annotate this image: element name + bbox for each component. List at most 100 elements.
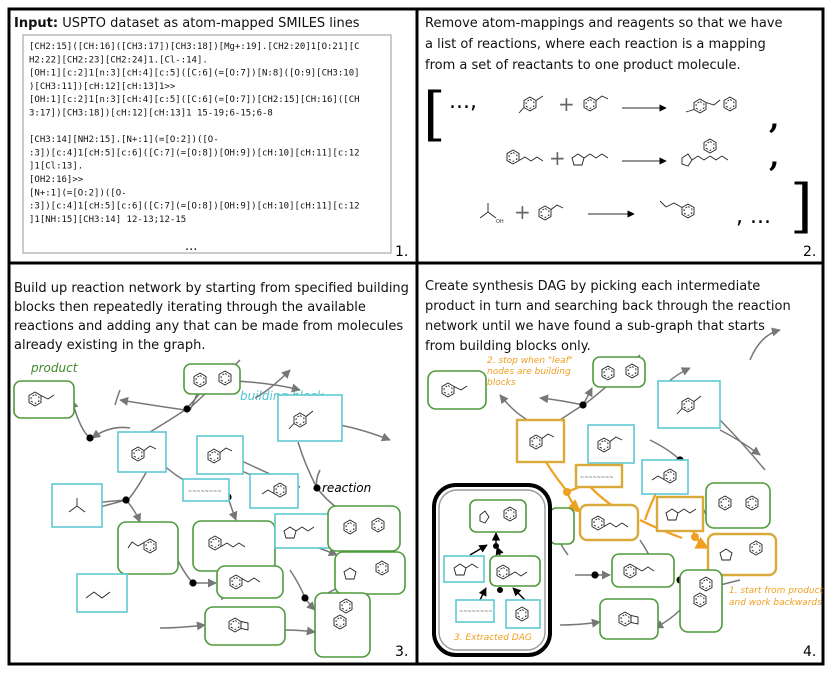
extracted-dag: ~~~~~~~~ 3. Extracted DAG	[432, 483, 552, 657]
reaction-list-close-bracket: ]	[790, 172, 813, 240]
dag-building-block: ~~~~~~~~	[455, 599, 495, 623]
smiles-line: :3])[c:4]1[cH:5][c:6]([C:7](=[O:8])[OH:9…	[29, 202, 360, 212]
reaction-node	[189, 579, 197, 587]
smiles-line: [CH2:15]([CH:16]([CH3:17])[CH3:18])[Mg+:…	[29, 42, 360, 52]
edge	[539, 394, 584, 406]
smiles-lines: [CH2:15]([CH:16]([CH3:17])[CH3:18])[Mg+:…	[29, 42, 360, 225]
molecule-building-block-6	[249, 473, 299, 509]
reaction-1-reactant-a	[518, 95, 544, 114]
smiles-line: ]1[Cl:13].	[29, 162, 83, 172]
molecule-product	[679, 569, 723, 633]
reaction-3-plus: +	[514, 200, 531, 224]
molecule-selected-product	[578, 503, 640, 542]
molecule-building-block-7	[274, 513, 330, 549]
panel-2-caption-line-2: a list of reactions, where each reaction…	[425, 37, 766, 52]
reaction-2-product	[681, 138, 729, 167]
reaction-node	[313, 484, 321, 492]
smiles-line: [OH2:16]>>	[29, 175, 84, 185]
edge	[91, 426, 131, 439]
panel-2-number: 2.	[803, 244, 816, 260]
reaction-node	[301, 594, 309, 602]
reaction-1-product	[685, 96, 737, 114]
dag-reaction-node	[497, 587, 503, 593]
reaction-1-plus: +	[558, 92, 575, 116]
dag-product	[469, 499, 527, 533]
molecule-selected-building-block	[515, 418, 566, 464]
edge	[297, 441, 318, 489]
edge	[125, 499, 142, 523]
molecule-product-2	[183, 363, 241, 395]
panel-3-caption-line-4: already existing in the graph.	[14, 338, 206, 353]
panel-4-border	[415, 261, 825, 666]
smiles-line: H2:22][CH2:23][CH2:24]1.[Cl-:14].	[29, 55, 208, 65]
edge	[719, 419, 766, 471]
input-label: Input:	[14, 16, 58, 31]
annotation-stop-line-2: nodes are building	[487, 367, 571, 377]
molecule-product-8	[204, 606, 286, 646]
reaction-1-comma: ,	[769, 101, 779, 136]
reaction-2: + ,	[506, 138, 779, 174]
molecule-product-9	[314, 592, 371, 658]
annotation-stop-line-1: 2. stop when "leaf"	[487, 356, 573, 366]
panel-2-caption-line-3: from a set of reactants to one product m…	[425, 58, 741, 73]
panel-4-caption-line-4: from building blocks only.	[425, 339, 591, 354]
panel-3: Build up reaction network by starting fr…	[13, 281, 409, 660]
panel-3-number: 3.	[395, 644, 408, 660]
edge	[114, 389, 121, 406]
label-product: product	[30, 361, 79, 375]
panel-4: Create synthesis DAG by picking each int…	[425, 279, 824, 660]
reaction-node	[122, 496, 130, 504]
reaction-1: + ,	[518, 92, 779, 136]
molecule-product	[705, 482, 771, 529]
molecule-product	[599, 598, 659, 640]
panel-2-caption-line-1: Remove atom-mappings and reagents so tha…	[425, 16, 783, 31]
svg-text:~~~~~~~~: ~~~~~~~~	[188, 489, 222, 495]
smiles-line: [CH3:14][NH2:15].[N+:1](=[O:2])([O-	[29, 135, 219, 145]
dag-reaction-node	[493, 543, 499, 549]
panel-4-caption-line-3: network until we have found a sub-graph …	[425, 319, 765, 334]
panel-3-molecules: ~~~~~~~~	[13, 363, 406, 658]
edge	[119, 396, 186, 411]
reaction-3: OH + , ...	[479, 200, 771, 229]
panel-3-caption-line-1: Build up reaction network by starting fr…	[14, 281, 409, 296]
molecule-product	[592, 356, 646, 388]
dag-building-block	[505, 599, 541, 629]
molecule-selected-building-block: ~~~~~~~~	[574, 463, 624, 489]
dag-intermediate	[489, 555, 541, 587]
panel-3-caption-line-2: blocks then repeatedly iterating through…	[14, 300, 366, 315]
reaction-2-comma: ,	[769, 139, 779, 174]
edge	[149, 409, 186, 433]
reaction-2-reactant-b	[571, 153, 609, 166]
molecule-product-10	[340, 580, 370, 588]
panel-4-molecules: ~~~~~~~~	[427, 356, 778, 640]
panel-4-caption-line-1: Create synthesis DAG by picking each int…	[425, 279, 760, 294]
annotation-start-line-2: and work backwards	[729, 598, 822, 608]
edge	[254, 369, 291, 399]
reaction-node	[579, 401, 587, 409]
edge	[719, 429, 761, 456]
reaction-node	[86, 434, 94, 442]
panel-1-title: Input: USPTO dataset as atom-mapped SMIL…	[14, 16, 360, 31]
label-reaction: reaction	[322, 481, 371, 495]
panel-1: Input: USPTO dataset as atom-mapped SMIL…	[14, 16, 408, 260]
molecule-building-block	[587, 424, 635, 464]
molecule-product-5	[327, 505, 401, 552]
annotation-stop-line-3: blocks	[487, 378, 516, 388]
highlight-reaction-node	[691, 533, 699, 541]
smiles-line: ]1[NH:15][CH3:14] 12-13;12-15	[29, 215, 186, 225]
reaction-node	[591, 571, 599, 579]
molecule-selected-product-target	[706, 532, 778, 577]
edge	[559, 404, 584, 421]
molecule-product	[549, 507, 575, 545]
molecule-building-block-3	[277, 394, 343, 442]
molecule-building-block-5: ~~~~~~~~	[182, 478, 230, 502]
reaction-3-product	[659, 200, 695, 219]
edge	[649, 439, 681, 461]
molecule-product-3	[117, 521, 179, 575]
reaction-2-reactant-a	[506, 149, 544, 165]
edge	[159, 621, 206, 631]
edge	[559, 618, 601, 628]
smiles-line: :3])[c:4]1[cH:5][c:6]([C:7](=[O:8])[OH:9…	[29, 148, 360, 158]
molecule-selected-building-block	[655, 495, 705, 533]
